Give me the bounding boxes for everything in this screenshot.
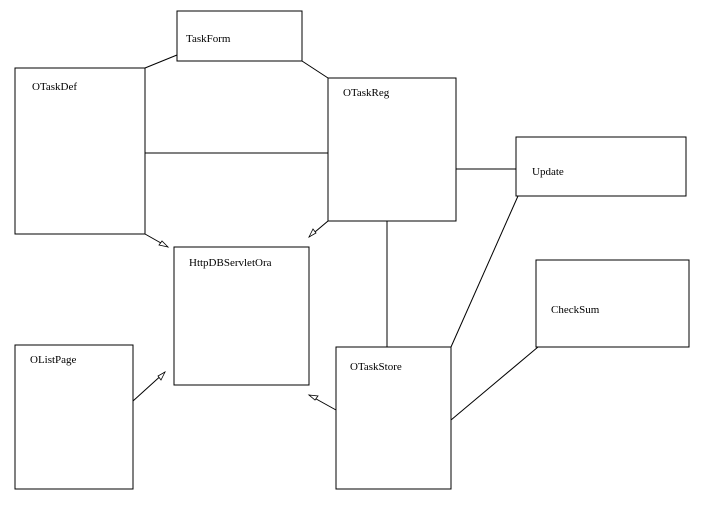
- node-update: Update: [515, 136, 687, 197]
- node-otaskreg-box: [327, 77, 457, 222]
- edge-otaskstore-update: [450, 195, 519, 348]
- arrowhead-otaskdef: [158, 240, 170, 248]
- arrowhead-otaskstore: [307, 394, 319, 401]
- node-otaskstore: OTaskStore: [335, 346, 452, 490]
- node-update-box: [515, 136, 687, 197]
- node-otaskdef: OTaskDef: [14, 67, 146, 235]
- node-update-label: Update: [532, 166, 564, 178]
- node-otaskstore-box: [335, 346, 452, 490]
- node-otaskstore-label: OTaskStore: [350, 361, 402, 373]
- node-otaskdef-label: OTaskDef: [32, 81, 77, 93]
- node-taskform-label: TaskForm: [186, 33, 231, 45]
- node-checksum: CheckSum: [535, 259, 690, 348]
- connectors: [132, 54, 539, 421]
- node-otaskdef-box: [14, 67, 146, 235]
- node-httpdbservletora: HttpDBServletOra: [173, 246, 310, 386]
- node-checksum-box: [535, 259, 690, 348]
- edge-otaskdef-taskform: [144, 54, 178, 69]
- node-taskform: TaskForm: [176, 10, 303, 62]
- node-httpdbservletora-box: [173, 246, 310, 386]
- arrowheads: [157, 228, 319, 401]
- node-taskform-box: [176, 10, 303, 62]
- node-olistpage: OListPage: [14, 344, 134, 490]
- node-otaskreg-label: OTaskReg: [343, 87, 390, 99]
- node-checksum-label: CheckSum: [551, 304, 600, 316]
- node-otaskreg: OTaskReg: [327, 77, 457, 222]
- arrowhead-otaskreg: [308, 228, 317, 239]
- node-olistpage-label: OListPage: [30, 354, 77, 366]
- node-httpdbservletora-label: HttpDBServletOra: [189, 257, 272, 269]
- arrowhead-olistpage: [157, 370, 166, 381]
- edge-otaskstore-checksum: [450, 346, 539, 421]
- node-olistpage-box: [14, 344, 134, 490]
- edge-taskform-otaskreg: [301, 60, 329, 79]
